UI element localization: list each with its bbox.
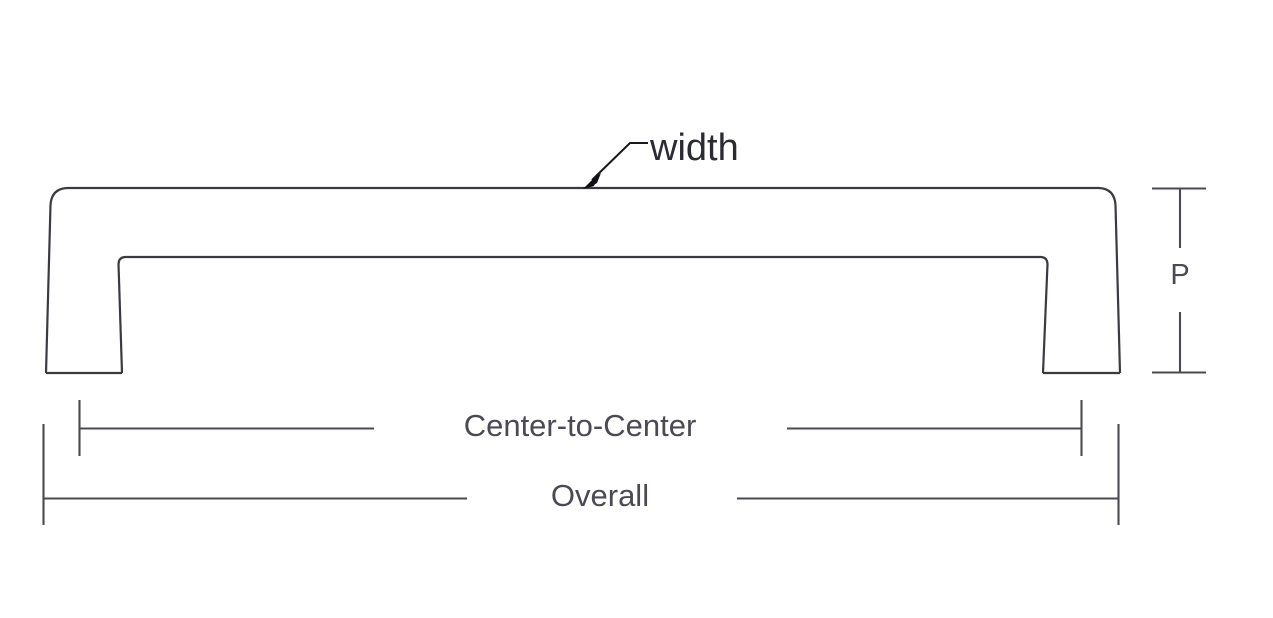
width-callout-group: width bbox=[583, 127, 739, 189]
projection-dimension-group: P bbox=[1152, 187, 1206, 374]
overall-dimension-group: Overall bbox=[42, 424, 1120, 525]
handle-outer-profile bbox=[44, 186, 1122, 374]
width-arrow-head-fill-icon bbox=[583, 173, 601, 189]
center-to-center-dimension-group: Center-to-Center bbox=[78, 400, 1083, 456]
overall-label: Overall bbox=[551, 478, 649, 513]
ctc-label: Center-to-Center bbox=[464, 408, 697, 443]
width-label: width bbox=[649, 127, 739, 169]
width-arrow-head-icon bbox=[583, 172, 600, 189]
handle-profile-group bbox=[44, 186, 1122, 375]
width-leader-line bbox=[591, 142, 648, 181]
handle-inner-profile bbox=[117, 255, 1049, 374]
projection-label: P bbox=[1170, 259, 1189, 291]
